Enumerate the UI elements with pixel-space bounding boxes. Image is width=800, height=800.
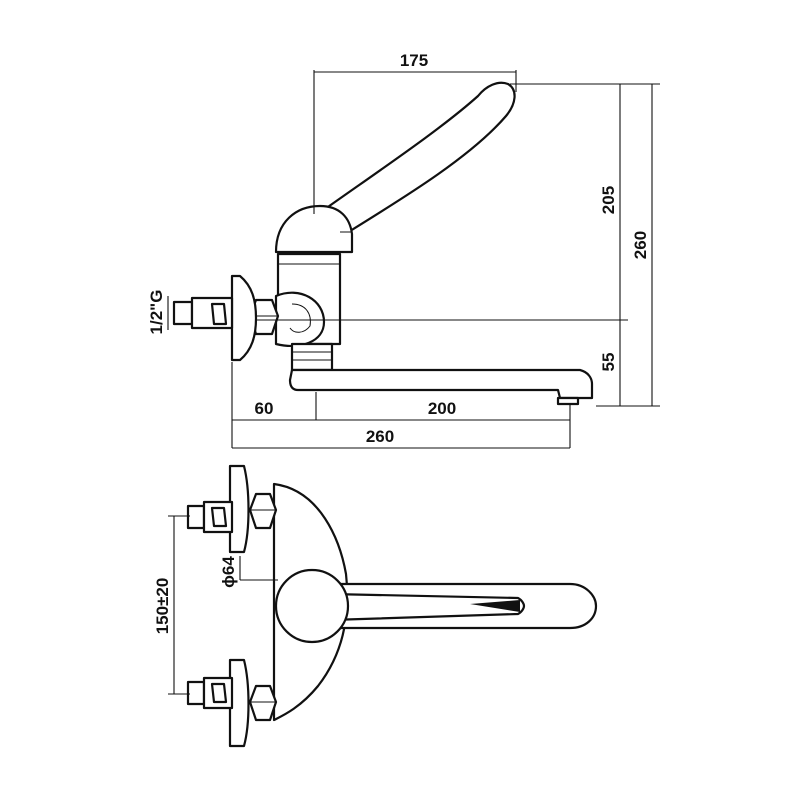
- spout: [288, 368, 594, 400]
- dim-inlet-thread: 1/2"G: [147, 290, 166, 335]
- inlet-connector: [172, 300, 194, 326]
- wall-rosette: [230, 274, 258, 362]
- side-view: 175 260 205 55 60 200 260 1/2"G: [147, 51, 660, 449]
- dim-total-height: 260: [631, 231, 650, 259]
- top-lever-tip: [470, 600, 520, 612]
- dim-inlet-spacing: 150±20: [153, 578, 172, 635]
- dim-spout-height: 55: [599, 353, 618, 372]
- dim-spout-length: 200: [428, 399, 456, 418]
- dim-handle-reach: 175: [400, 51, 428, 70]
- top-upper-rosette: [228, 464, 250, 554]
- top-lower-rosette: [228, 658, 250, 748]
- top-upper-connector: [186, 504, 206, 530]
- top-view: 150±20 ϕ64: [153, 464, 598, 748]
- dim-total-length: 260: [366, 427, 394, 446]
- body-outlet-bulge: [274, 291, 326, 348]
- top-handle-hub: [274, 568, 350, 644]
- inlet-nut-detail: [210, 302, 228, 326]
- lever-handle: [316, 81, 516, 238]
- dim-body-diameter: ϕ64: [219, 556, 238, 588]
- dim-wall-offset: 60: [255, 399, 274, 418]
- aerator: [556, 396, 580, 406]
- top-lower-nut: [248, 684, 278, 722]
- top-lower-connector: [186, 680, 206, 706]
- dim-lever-height: 205: [599, 186, 618, 214]
- bulge-inner: [289, 303, 311, 333]
- swivel-ring: [290, 342, 334, 372]
- handle-cap: [274, 204, 354, 254]
- top-lever: [328, 592, 526, 622]
- top-upper-nut: [248, 492, 278, 530]
